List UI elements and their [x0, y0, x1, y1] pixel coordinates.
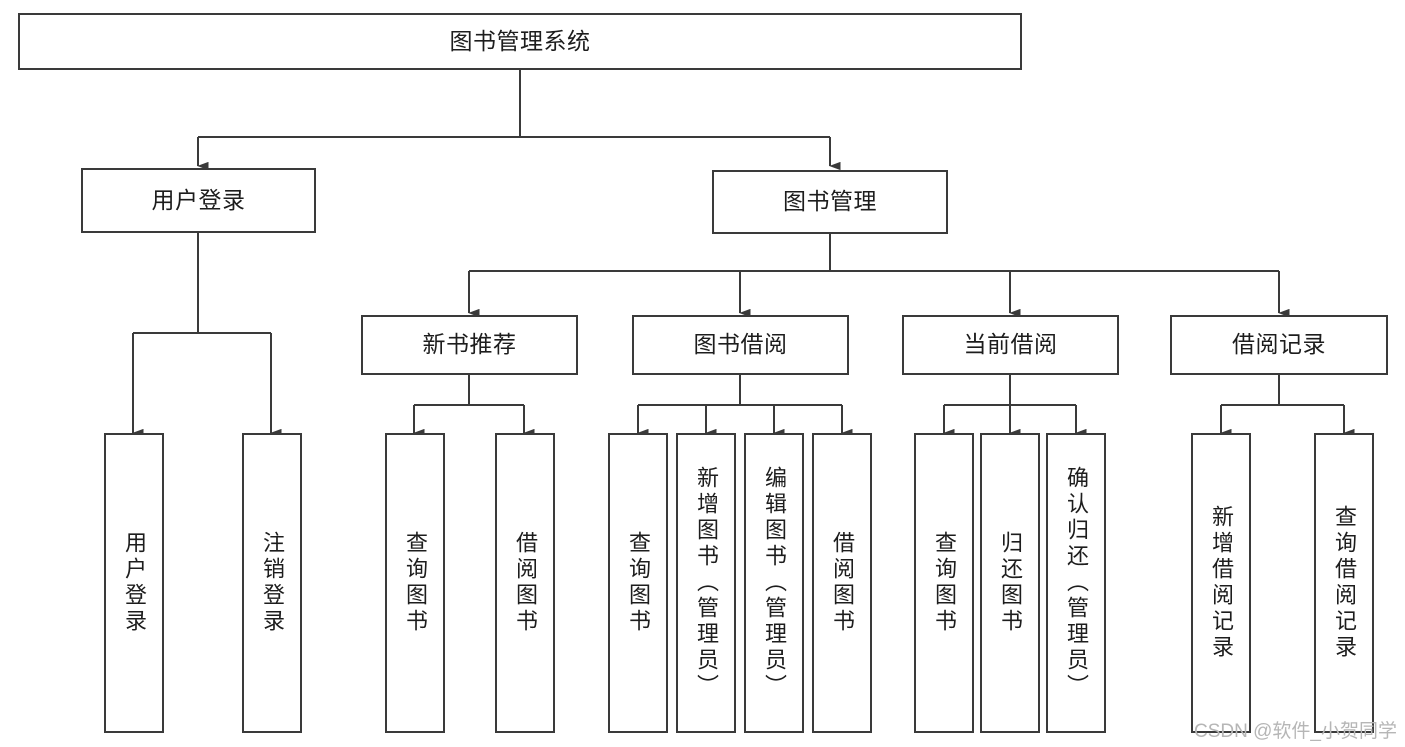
- node-label: 查询图书: [403, 531, 428, 635]
- node-label: 当前借阅: [963, 331, 1058, 358]
- node-label: 借阅图书: [513, 531, 538, 635]
- leaf-node-confirm-return[interactable]: 确认归还（管理员）: [1046, 433, 1106, 733]
- node-user-login[interactable]: 用户登录: [81, 168, 316, 233]
- node-root-book-management-system[interactable]: 图书管理系统: [18, 13, 1022, 70]
- node-label: 新增借阅记录: [1209, 505, 1234, 661]
- node-label: 新增图书（管理员）: [694, 466, 719, 700]
- node-label: 确认归还（管理员）: [1064, 466, 1089, 700]
- leaf-node-edit-book[interactable]: 编辑图书（管理员）: [744, 433, 804, 733]
- node-label: 注销登录: [260, 531, 285, 635]
- node-label: 查询借阅记录: [1332, 505, 1357, 661]
- csdn-watermark: CSDN @软件_小贺同学: [1194, 721, 1397, 742]
- node-book-management[interactable]: 图书管理: [712, 170, 948, 234]
- leaf-node-add-borrow-record[interactable]: 新增借阅记录: [1191, 433, 1251, 733]
- leaf-node-borrow-book[interactable]: 借阅图书: [812, 433, 872, 733]
- leaf-node-user-login[interactable]: 用户登录: [104, 433, 164, 733]
- node-book-borrow[interactable]: 图书借阅: [632, 315, 849, 375]
- node-current-borrow[interactable]: 当前借阅: [902, 315, 1119, 375]
- node-label: 编辑图书（管理员）: [762, 466, 787, 700]
- node-label: 图书管理: [783, 188, 877, 215]
- node-new-book-recommend[interactable]: 新书推荐: [361, 315, 578, 375]
- node-label: 借阅记录: [1232, 331, 1326, 358]
- leaf-node-return-book[interactable]: 归还图书: [980, 433, 1040, 733]
- node-label: 查询图书: [932, 531, 957, 635]
- node-label: 新书推荐: [422, 331, 517, 358]
- node-label: 查询图书: [626, 531, 651, 635]
- node-label: 图书管理系统: [449, 27, 591, 54]
- leaf-node-add-book[interactable]: 新增图书（管理员）: [676, 433, 736, 733]
- leaf-node-query-book-recommend[interactable]: 查询图书: [385, 433, 445, 733]
- leaf-node-query-borrow-record[interactable]: 查询借阅记录: [1314, 433, 1374, 733]
- node-label: 用户登录: [151, 186, 246, 213]
- node-label: 借阅图书: [830, 531, 855, 635]
- leaf-node-user-logout[interactable]: 注销登录: [242, 433, 302, 733]
- leaf-node-query-book-current[interactable]: 查询图书: [914, 433, 974, 733]
- leaf-node-borrow-book-recommend[interactable]: 借阅图书: [495, 433, 555, 733]
- leaf-node-query-book-borrow[interactable]: 查询图书: [608, 433, 668, 733]
- node-label: 归还图书: [998, 531, 1023, 635]
- node-label: 图书借阅: [693, 331, 788, 358]
- node-label: 用户登录: [122, 531, 147, 635]
- node-borrow-record[interactable]: 借阅记录: [1170, 315, 1388, 375]
